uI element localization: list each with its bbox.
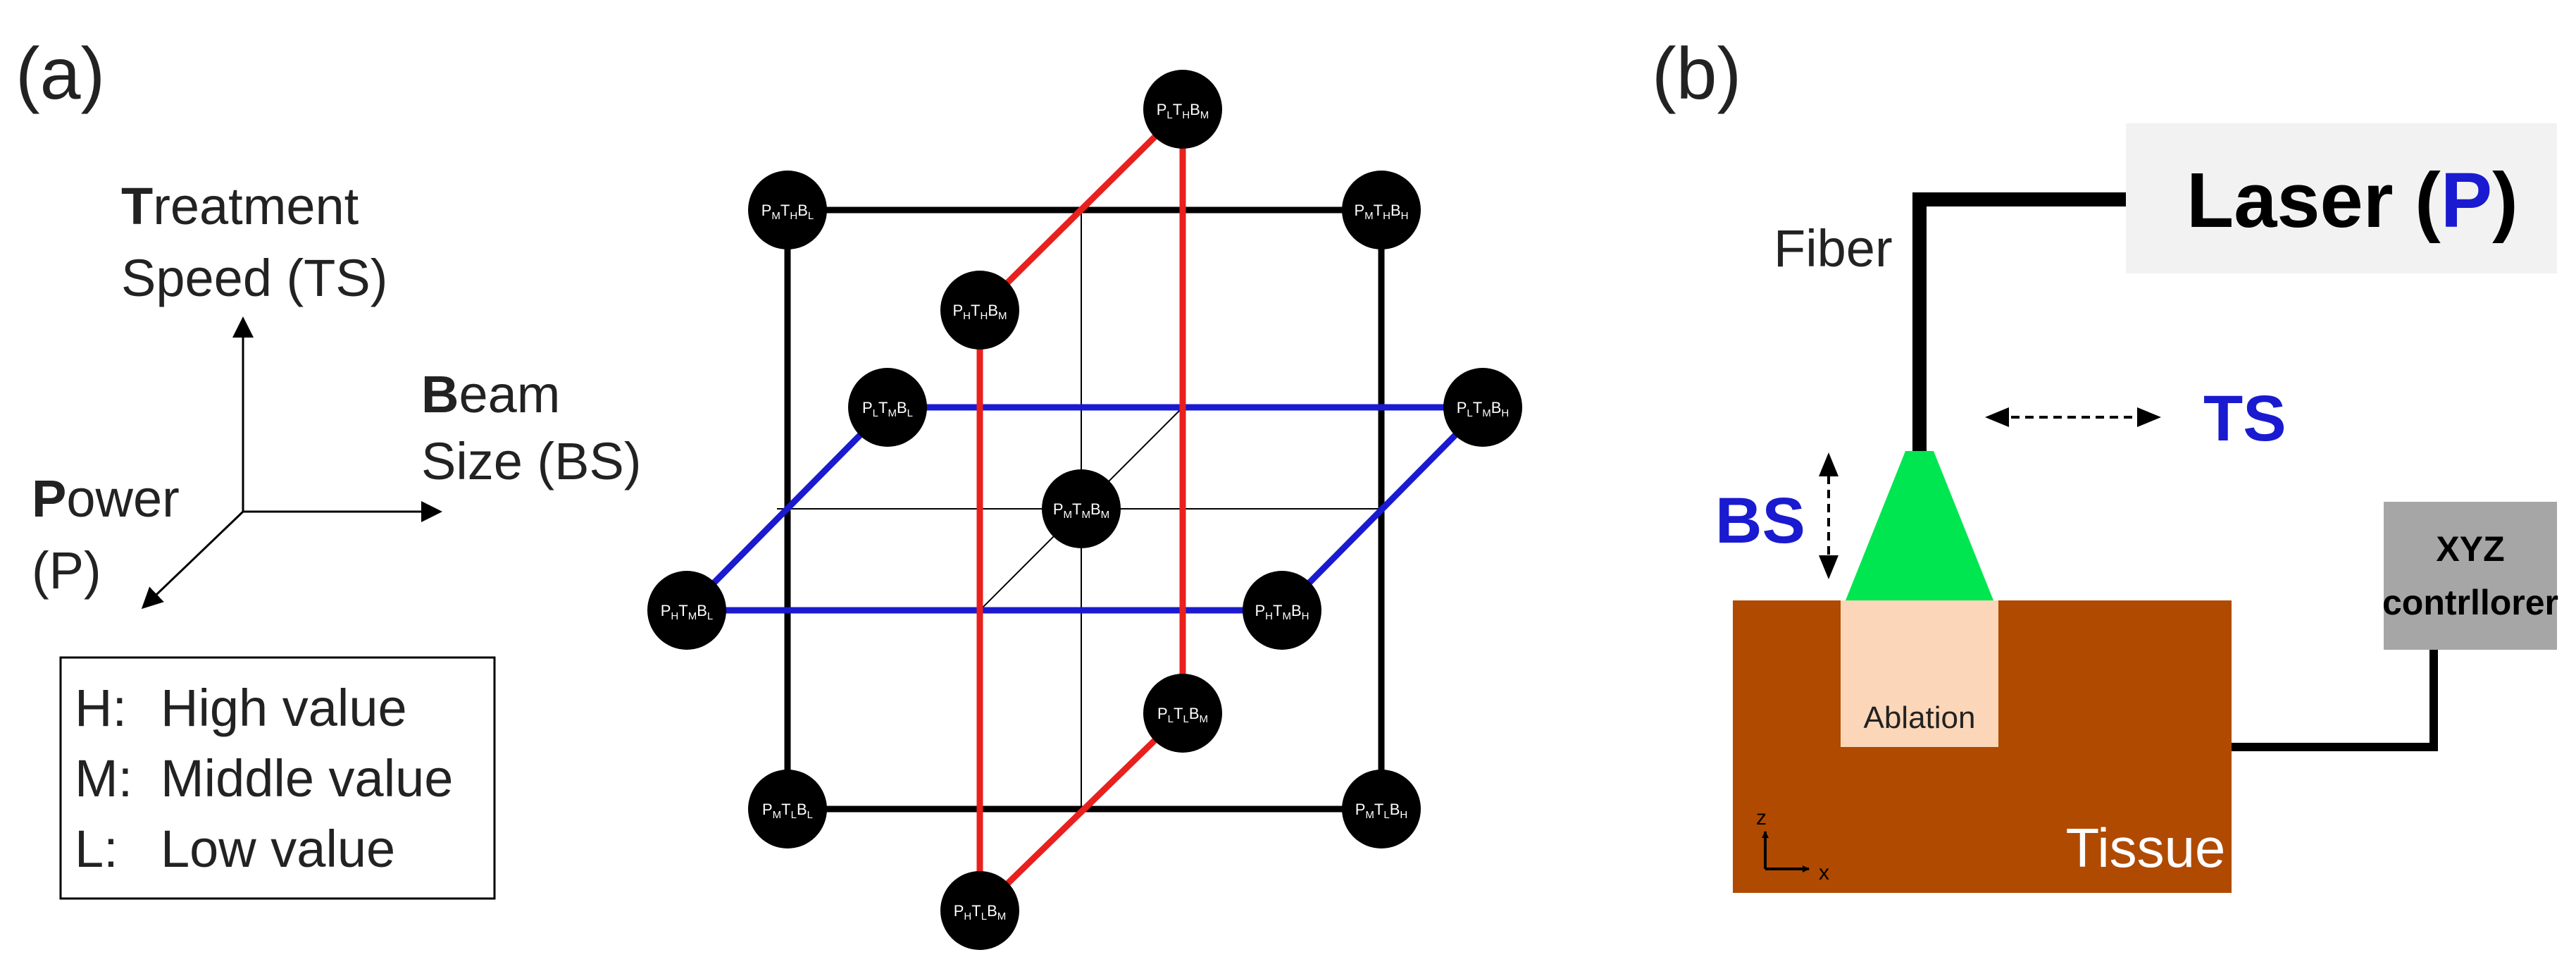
controller-cable bbox=[2232, 650, 2438, 751]
node-circle bbox=[940, 271, 1019, 350]
ts-arrow-right-icon bbox=[2137, 407, 2161, 427]
panel-a: (a) Treatment Speed (TS) Beam Size (BS) … bbox=[15, 33, 1522, 950]
beam-axis-label: Beam bbox=[421, 365, 560, 424]
power-axis-arrow bbox=[141, 510, 244, 610]
laser-box bbox=[2126, 123, 2557, 273]
node-pm-tm-bm: PMTMBM bbox=[1042, 469, 1121, 548]
red-plane bbox=[976, 106, 1186, 913]
node-label: PHTMBL bbox=[661, 602, 714, 622]
legend-key-m: M: bbox=[75, 749, 132, 808]
node-label: PMTHBH bbox=[1354, 202, 1408, 222]
xyz-controller-box bbox=[2384, 502, 2557, 650]
ablation-region bbox=[1841, 600, 1998, 747]
node-label: PHTMBH bbox=[1255, 602, 1309, 622]
xyz-label: XYZ bbox=[2436, 529, 2504, 569]
node-label: PMTLBH bbox=[1355, 801, 1408, 821]
node-pl-th-bm: PLTHBM bbox=[1143, 70, 1222, 149]
node-circle bbox=[1143, 70, 1222, 149]
axes-glyph bbox=[141, 316, 442, 610]
node-pm-tl-bl: PMTLBL bbox=[748, 770, 827, 848]
legend-key-h: H: bbox=[75, 679, 127, 737]
nodes: PLTHBM PMTHBL PMTHBH PHTHBM PLTMBL PLTMB… bbox=[647, 70, 1522, 950]
legend-text-l: Low value bbox=[161, 820, 395, 878]
node-pm-tl-bh: PMTLBH bbox=[1342, 770, 1421, 848]
panel-a-label: (a) bbox=[15, 33, 105, 115]
node-label: PMTLBL bbox=[762, 801, 813, 821]
node-circle bbox=[1342, 171, 1421, 249]
node-ph-tm-bh: PHTMBH bbox=[1243, 571, 1321, 650]
node-circle bbox=[1042, 469, 1121, 548]
zx-axes-icon: z x bbox=[1756, 806, 1829, 884]
node-circle bbox=[748, 770, 827, 848]
cube bbox=[684, 106, 1486, 913]
node-label: PLTMBL bbox=[862, 399, 913, 419]
node-pm-th-bh: PMTHBH bbox=[1342, 171, 1421, 249]
node-label: PHTHBM bbox=[952, 302, 1007, 322]
node-label: PMTHBL bbox=[761, 202, 814, 222]
laser-label: Laser (P) bbox=[2186, 157, 2518, 244]
x-axis-label: x bbox=[1819, 861, 1829, 884]
ts-arrow-left-icon bbox=[1985, 407, 2009, 427]
laser-beam-cone bbox=[1846, 451, 1993, 600]
legend: H: High value M: Middle value L: Low val… bbox=[59, 656, 496, 900]
panel-b-label: (b) bbox=[1652, 33, 1741, 115]
controller-label: contrllorer bbox=[2382, 583, 2558, 622]
node-pl-tl-bm: PLTLBM bbox=[1143, 674, 1222, 753]
node-pl-tm-bl: PLTMBL bbox=[848, 368, 927, 447]
bs-arrow-down-icon bbox=[1819, 555, 1838, 579]
power-axis-label: Power bbox=[32, 469, 180, 528]
fiber-line bbox=[1912, 192, 2126, 451]
node-ph-tl-bm: PHTLBM bbox=[940, 871, 1019, 950]
node-circle bbox=[848, 368, 927, 447]
node-circle bbox=[748, 171, 827, 249]
node-circle bbox=[1243, 571, 1321, 650]
node-circle bbox=[1143, 674, 1222, 753]
red-top-edge bbox=[977, 106, 1186, 313]
treatment-axis-label: Treatment bbox=[121, 177, 359, 235]
node-ph-tm-bl: PHTMBL bbox=[647, 571, 726, 650]
legend-text-h: High value bbox=[161, 679, 407, 737]
node-ph-th-bm: PHTHBM bbox=[940, 271, 1019, 350]
beam-axis-label-line2: Size (BS) bbox=[421, 432, 642, 490]
tissue-label: Tissue bbox=[2066, 817, 2226, 879]
legend-text-m: Middle value bbox=[161, 749, 453, 808]
ts-label: TS bbox=[2203, 383, 2286, 455]
bs-arrow-up-icon bbox=[1819, 452, 1838, 476]
node-pm-th-bl: PMTHBL bbox=[748, 171, 827, 249]
panel-b: (b) Laser (P) Fiber TS BS Ablation Tissu… bbox=[1652, 33, 2558, 893]
power-axis-label-line2: (P) bbox=[32, 541, 101, 600]
legend-key-l: L: bbox=[75, 820, 118, 878]
ablation-label: Ablation bbox=[1863, 700, 1975, 735]
fiber-label: Fiber bbox=[1774, 219, 1893, 278]
node-circle bbox=[1443, 368, 1522, 447]
node-label: PMTMBM bbox=[1053, 500, 1109, 521]
treatment-axis-label-line2: Speed (TS) bbox=[121, 249, 387, 307]
z-axis-label: z bbox=[1756, 806, 1767, 829]
bs-label: BS bbox=[1715, 485, 1805, 557]
node-circle bbox=[1342, 770, 1421, 848]
blue-right-edge bbox=[1279, 405, 1486, 613]
node-circle bbox=[647, 571, 726, 650]
node-pl-tm-bh: PLTMBH bbox=[1443, 368, 1522, 447]
blue-left-edge bbox=[684, 405, 890, 613]
red-bottom-edge bbox=[977, 710, 1186, 913]
legend-box bbox=[59, 656, 496, 900]
node-circle bbox=[940, 871, 1019, 950]
